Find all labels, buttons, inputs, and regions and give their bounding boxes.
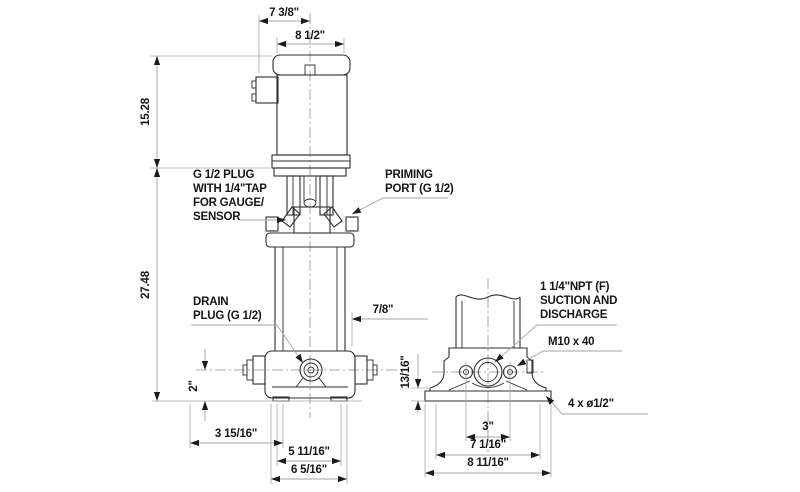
casting-rib bbox=[505, 380, 528, 391]
pump-head bbox=[265, 206, 359, 248]
motor-stool-plate bbox=[273, 167, 347, 177]
port-boss-outer bbox=[473, 357, 503, 387]
label-priming-port: PORT (G 1/2) bbox=[385, 183, 454, 195]
pump-base bbox=[152, 350, 378, 402]
front-dimensions: 7 3/8" 8 1/2" 15.28 27.48 2" 7/8" 3 15/1… bbox=[140, 7, 428, 484]
base-rib bbox=[318, 377, 327, 388]
label-bolt: M10 x 40 bbox=[548, 336, 594, 348]
front-labels: G 1/2 PLUG WITH 1/4"TAP FOR GAUGE/ SENSO… bbox=[191, 169, 454, 363]
terminal-box-tab bbox=[251, 93, 257, 102]
hex-plug-right-tip bbox=[372, 364, 378, 376]
staybolt-nut-right bbox=[345, 216, 359, 232]
end-view: 13/16" 3" 7 1/16" 8 11/16" 1 1/4"NPT (F)… bbox=[400, 278, 648, 477]
priming-port-boss bbox=[323, 206, 343, 228]
terminal-box-tab bbox=[251, 80, 257, 89]
hex-plug-left-tip bbox=[242, 364, 248, 376]
seal-chamber bbox=[293, 206, 331, 234]
leader-line-priming bbox=[351, 197, 448, 215]
dim-bolt-span: 3" bbox=[482, 421, 493, 433]
label-drain-plug: DRAIN bbox=[193, 296, 228, 308]
dim-port-height: 2" bbox=[188, 380, 200, 391]
motor bbox=[251, 54, 351, 177]
end-labels: 1 1/4"NPT (F) SUCTION AND DISCHARGE M10 … bbox=[494, 281, 648, 415]
dim-overall-width: 8 11/16" bbox=[467, 457, 509, 469]
label-holes: 4 x ø1/2" bbox=[568, 398, 614, 410]
leader-line-bolt bbox=[516, 350, 622, 367]
head-flange bbox=[265, 232, 355, 248]
gauge-plug-boss bbox=[281, 206, 301, 228]
leader-line-drain bbox=[191, 324, 303, 363]
dim-top-small: 7 3/8" bbox=[269, 7, 299, 19]
coupling-guard-right bbox=[319, 175, 334, 216]
label-port: DISCHARGE bbox=[540, 309, 608, 321]
label-gauge-plug: FOR GAUGE/ bbox=[193, 197, 265, 209]
label-gauge-plug: SENSOR bbox=[193, 211, 241, 223]
side-tab bbox=[526, 359, 534, 374]
dim-mid-width: 7 1/16" bbox=[470, 439, 506, 451]
label-priming-port: PRIMING bbox=[385, 169, 433, 181]
dim-pump-height: 27.48 bbox=[140, 270, 152, 299]
dim-gauge-offset: 7/8" bbox=[373, 304, 394, 316]
leader-line-holes bbox=[545, 395, 648, 415]
dim-base-3: 6 5/16" bbox=[291, 464, 327, 476]
break-line bbox=[455, 294, 521, 300]
dim-base-2: 5 11/16" bbox=[288, 446, 330, 458]
base-rib bbox=[295, 377, 304, 388]
label-gauge-plug: WITH 1/4"TAP bbox=[193, 183, 267, 195]
dim-base-1: 3 15/16" bbox=[215, 428, 257, 440]
boss-arc bbox=[471, 382, 505, 388]
terminal-box bbox=[255, 76, 279, 104]
dim-top-large: 8 1/2" bbox=[295, 30, 325, 42]
motor-flange bbox=[271, 154, 351, 169]
label-drain-plug: PLUG (G 1/2) bbox=[193, 310, 262, 322]
dim-motor-height: 15.28 bbox=[140, 97, 152, 126]
label-port: 1 1/4"NPT (F) bbox=[540, 281, 610, 293]
front-view: 7 3/8" 8 1/2" 15.28 27.48 2" 7/8" 3 15/1… bbox=[140, 7, 454, 484]
end-dimensions: 13/16" 3" 7 1/16" 8 11/16" bbox=[400, 354, 552, 477]
label-port: SUCTION AND bbox=[540, 295, 617, 307]
label-gauge-plug: G 1/2 PLUG bbox=[193, 169, 255, 181]
motor-body bbox=[276, 74, 348, 156]
leader-line-port bbox=[494, 324, 617, 363]
port-bore bbox=[478, 362, 498, 382]
staybolt-nut-left bbox=[265, 216, 279, 232]
dim-foot-height: 13/16" bbox=[400, 355, 412, 388]
casting-rib bbox=[448, 380, 471, 391]
